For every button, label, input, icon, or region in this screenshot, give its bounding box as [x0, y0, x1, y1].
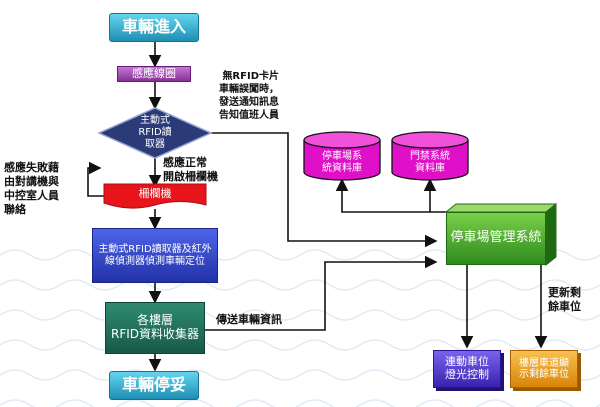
vehicle-parked-box: 車輛停妥	[109, 371, 199, 400]
rfid-reader-text: 主動式 RFID讀 取器	[124, 115, 186, 151]
vehicle-enter-text: 車輛進入	[121, 17, 186, 37]
update-spaces-line-2: 餘車位	[548, 300, 581, 313]
access-db-cylinder	[391, 131, 469, 181]
floor-display-line-2: 示剩餘車位	[519, 369, 569, 380]
mgmt-system-text: 停車場管理系統	[450, 230, 542, 246]
no-rfid-line-3: 發送通知訊息	[219, 97, 279, 108]
vehicle-enter-box: 車輛進入	[109, 13, 199, 42]
linked-lights-box: 連動車位 燈光控制	[433, 350, 501, 388]
arrow-reader-to-mgmt	[211, 132, 438, 248]
sense-ok-line-2: 開啟柵欄機	[163, 170, 218, 183]
update-spaces-note: 更新剩 餘車位	[548, 286, 581, 314]
linked-lights-line-2: 燈光控制	[445, 368, 489, 381]
no-rfid-note: 無RFID卡片 車輛誤闖時， 發送通知訊息 告知值班人員	[219, 70, 279, 122]
induction-loop-text: 感應線圈	[132, 66, 176, 80]
floor-collector-line-2: RFID資料收集器	[110, 327, 200, 341]
parking-db-line-1: 停車場系	[322, 151, 362, 162]
induction-loop-box: 感應線圈	[117, 66, 191, 82]
send-info-text: 傳送車輛資訊	[216, 313, 282, 326]
barrier-label: 柵欄機	[138, 187, 172, 200]
barrier-shape	[103, 183, 207, 209]
update-spaces-line-1: 更新剩	[548, 286, 581, 299]
sense-fail-line-3: 中控室人員	[4, 189, 59, 202]
no-rfid-line-2: 車輛誤闖時，	[219, 84, 279, 95]
floor-collector-line-1: 各樓層	[136, 313, 173, 328]
parking-db-text: 停車場系 統資料庫	[304, 151, 380, 175]
vehicle-parked-text: 車輛停妥	[121, 375, 186, 395]
send-info-note: 傳送車輛資訊	[216, 313, 282, 327]
parking-db-cylinder	[303, 131, 381, 181]
rfid-reader-line-1: 主動式	[140, 115, 170, 126]
rfid-reader-line-3: 取器	[145, 139, 165, 150]
position-detect-line-1: 主動式RFID讀取器及紅外	[98, 244, 212, 255]
no-rfid-line-1: 無RFID卡片	[222, 71, 279, 82]
floor-display-box: 樓層車道顯 示剩餘車位	[510, 350, 578, 388]
sense-ok-note: 感應正常 開啟柵欄機	[163, 156, 218, 184]
access-db-line-1: 門禁系統	[410, 151, 450, 162]
sense-fail-line-1: 感應失敗藉	[4, 161, 59, 174]
mgmt-system-box: 停車場管理系統	[446, 212, 546, 265]
access-db-text: 門禁系統 資料庫	[392, 151, 468, 175]
arrow-mgmt-to-parkingdb	[335, 178, 450, 213]
sense-fail-line-2: 由對講機與	[4, 175, 59, 188]
floor-display-line-1: 樓層車道顯	[519, 357, 569, 369]
arrow-fail-loop	[87, 161, 104, 197]
rfid-reader-decision	[97, 107, 213, 159]
no-rfid-line-4: 告知值班人員	[219, 110, 279, 121]
floor-collector-box: 各樓層 RFID資料收集器	[105, 302, 205, 354]
parking-db-line-2: 統資料庫	[322, 163, 362, 174]
barrier-text: 柵欄機	[104, 188, 206, 200]
rfid-reader-line-2: RFID讀	[138, 127, 172, 138]
sense-fail-line-4: 聯絡	[4, 203, 26, 216]
arrow-collector-to-mgmt	[205, 255, 438, 331]
position-detect-line-2: 線偵測器偵測車輛定位	[105, 255, 205, 267]
linked-lights-line-1: 連動車位	[445, 355, 489, 369]
sense-fail-note: 感應失敗藉 由對講機與 中控室人員 聯絡	[4, 161, 59, 217]
sense-ok-line-1: 感應正常	[163, 156, 207, 169]
access-db-line-2: 資料庫	[415, 163, 445, 174]
position-detect-box: 主動式RFID讀取器及紅外 線偵測器偵測車輛定位	[92, 228, 218, 283]
